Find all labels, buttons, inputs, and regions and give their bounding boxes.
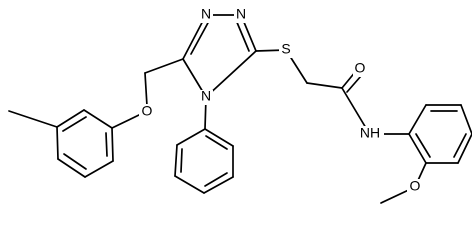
aryl-bond-3-bond	[460, 104, 472, 135]
tolyl-bond-2-bond	[56, 109, 85, 128]
triazole-nitrogen-left-label: N	[201, 6, 211, 22]
bond-layer	[8, 14, 472, 204]
ether-o-aryl-bond	[111, 113, 142, 129]
tolyl-bond-5-bond	[84, 160, 114, 178]
aryl-double-2-bond	[453, 133, 467, 158]
carbonyl-oxygen: O	[353, 60, 368, 77]
phenyl-bond-4-bond	[203, 176, 234, 194]
phenyl-bond-1-bond	[176, 128, 206, 146]
chemical-structure-diagram: N N N S O O NH O	[8, 6, 472, 204]
amide-nitrogen: NH	[356, 125, 384, 142]
triazole-nitrogen-left: N	[199, 6, 213, 23]
triazole-nitrogen-four-label: N	[201, 88, 211, 104]
tolyl-double-3-bond	[105, 132, 108, 157]
aryl-bond-1-bond	[408, 104, 427, 135]
amide-nitrogen-label: NH	[360, 125, 380, 141]
ch2-ether-o-bond	[144, 72, 148, 107]
triazole-nitrogen-four: N	[199, 88, 213, 105]
methoxy-oxygen-label: O	[410, 178, 421, 194]
methoxy-oxygen: O	[407, 178, 423, 195]
ch2-carbonyl-carbon-bond	[306, 82, 343, 89]
aryl-bond-6-bond	[408, 133, 427, 164]
ether-oxygen: O	[139, 103, 155, 120]
phenyl-double-1-bond	[180, 148, 183, 173]
ether-oxygen-label: O	[142, 103, 153, 119]
phenyl-double-3-bond	[205, 135, 228, 150]
thioether-sulfur-label: S	[281, 41, 290, 57]
methyl-substituent-bond	[8, 110, 58, 128]
phenyl-double-2-bond	[204, 172, 228, 187]
atom-label-layer: N N N S O O NH O	[139, 6, 423, 195]
c5-ch2-bond	[144, 58, 184, 74]
triazole-c3-n4-bond	[205, 50, 257, 98]
triazole-c5-n1-inner-bond	[190, 20, 210, 55]
carbonyl-oxygen-label: O	[355, 60, 366, 76]
thioether-sulfur: S	[279, 41, 293, 58]
triazole-nitrogen-right-label: N	[236, 6, 246, 22]
triazole-c3-n2-inner-bond	[235, 19, 250, 52]
triazole-nitrogen-right: N	[234, 6, 248, 23]
aryl-bond-4-bond	[457, 133, 472, 164]
aryl-double-3-bond	[415, 133, 431, 158]
phenyl-bond-6-bond	[204, 128, 234, 147]
tolyl-bond-4-bond	[57, 158, 86, 178]
tolyl-bond-6-bond	[111, 127, 114, 162]
carbonyl-carbon-amide-n-bond	[341, 87, 367, 129]
tolyl-bond-1-bond	[83, 109, 113, 129]
phenyl-bond-2-bond	[174, 144, 178, 177]
tolyl-bond-3-bond	[56, 126, 59, 160]
carbonyl-double-b-bond	[346, 75, 362, 93]
tolyl-double-2-bond	[63, 153, 87, 170]
phenyl-bond-3-bond	[174, 175, 205, 194]
tolyl-double-1-bond	[62, 116, 87, 132]
